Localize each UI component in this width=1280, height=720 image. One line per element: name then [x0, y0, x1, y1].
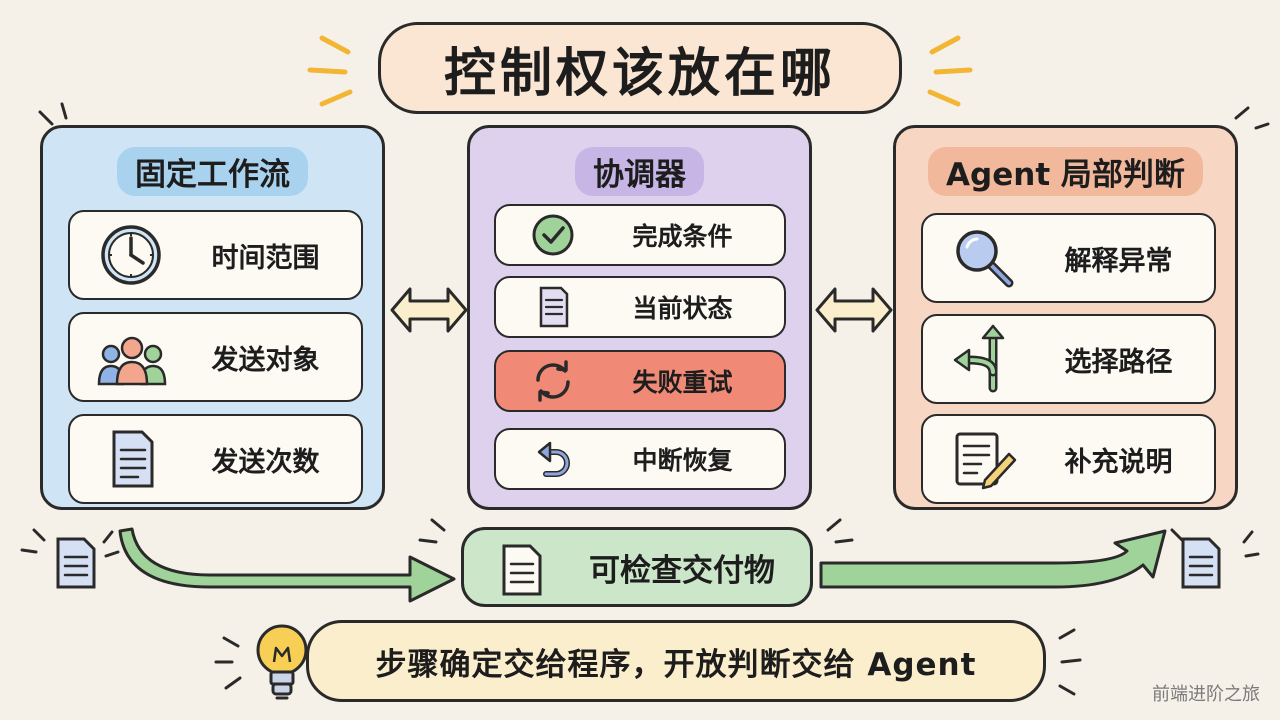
panel-heading-text: 固定工作流	[117, 146, 308, 196]
footer-summary: 步骤确定交给程序，开放判断交给 Agent	[306, 620, 1046, 702]
card-label: 解释异常	[1064, 245, 1173, 277]
card-label: 当前状态	[632, 294, 733, 323]
card-label: 完成条件	[632, 222, 733, 251]
page-title: 控制权该放在哪	[378, 22, 902, 114]
undo-icon	[537, 441, 570, 477]
panel-heading: 固定工作流	[43, 146, 382, 196]
card-retry-on-failure: 失败重试	[494, 350, 786, 412]
clock-icon	[101, 225, 161, 285]
note-pencil-icon	[955, 432, 1017, 490]
card-label: 发送对象	[211, 344, 320, 376]
document-icon	[56, 537, 96, 589]
document-icon	[112, 430, 154, 488]
refresh-icon	[536, 360, 570, 402]
flow-arrow-left	[118, 527, 456, 603]
card-current-state: 当前状态	[494, 276, 786, 338]
magnifier-icon	[956, 230, 1014, 288]
card-recipients: 发送对象	[68, 312, 363, 402]
panel-coordinator: 协调器 完成条件 当前状态 失败重试 中断恢复	[467, 125, 812, 510]
panel-fixed-workflow: 固定工作流 时间范围 发送对象 发送次数	[40, 125, 385, 510]
card-completion-criteria: 完成条件	[494, 204, 786, 266]
page-title-text: 控制权该放在哪	[443, 43, 836, 104]
document-icon	[1181, 537, 1221, 589]
card-send-count: 发送次数	[68, 414, 363, 504]
check-circle-icon	[532, 214, 574, 256]
card-label: 选择路径	[1064, 346, 1173, 378]
panel-heading: 协调器	[470, 146, 809, 196]
double-arrow-icon	[390, 287, 468, 333]
panel-agent-judgment: Agent 局部判断 解释异常 选择路径 补充说明	[893, 125, 1238, 510]
double-arrow-icon	[815, 287, 893, 333]
deliverable-label: 可检查交付物	[589, 552, 775, 589]
card-choose-path: 选择路径	[921, 314, 1216, 404]
card-time-range: 时间范围	[68, 210, 363, 300]
card-label: 补充说明	[1064, 446, 1173, 478]
card-add-notes: 补充说明	[921, 414, 1216, 504]
people-icon	[97, 336, 167, 386]
card-label: 失败重试	[632, 368, 733, 397]
watermark: 前端进阶之旅	[1152, 684, 1260, 705]
panel-heading-text: Agent 局部判断	[928, 146, 1203, 196]
card-label: 中断恢复	[632, 446, 733, 475]
card-label: 时间范围	[211, 242, 320, 274]
document-icon	[539, 286, 569, 328]
card-label: 发送次数	[211, 446, 320, 478]
panel-heading: Agent 局部判断	[896, 146, 1235, 196]
lightbulb-icon	[256, 624, 308, 700]
card-interrupt-recovery: 中断恢复	[494, 428, 786, 490]
footer-summary-text: 步骤确定交给程序，开放判断交给 Agent	[375, 646, 977, 683]
flow-arrow-right	[819, 529, 1167, 589]
deliverable-box: 可检查交付物	[461, 527, 813, 607]
fork-arrow-icon	[953, 324, 1005, 393]
card-explain-anomaly: 解释异常	[921, 213, 1216, 303]
panel-heading-text: 协调器	[575, 146, 704, 196]
document-icon	[502, 544, 542, 596]
